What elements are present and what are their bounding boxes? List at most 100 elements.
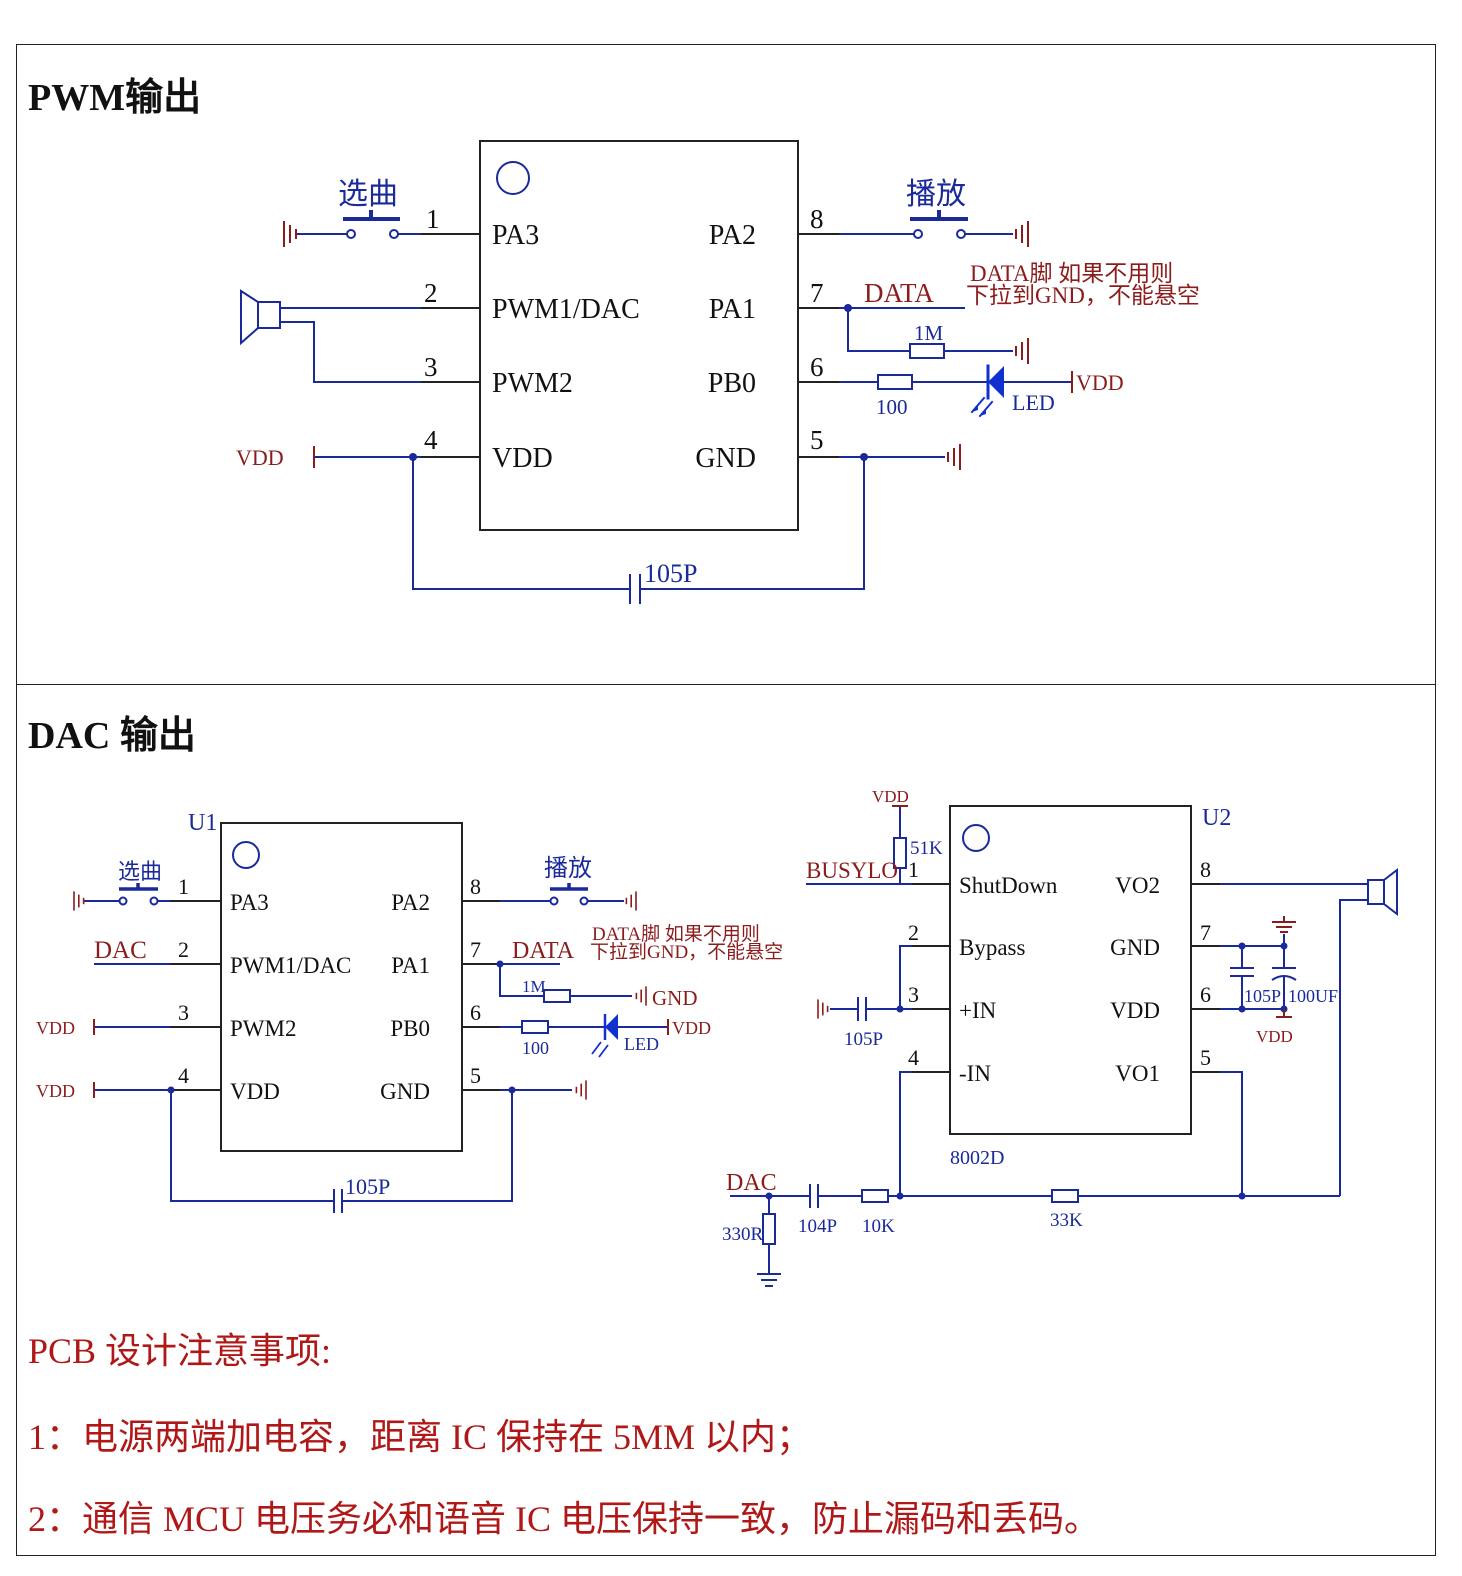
pwm-resistor-100-label: 100	[876, 395, 908, 419]
u1-pin-num-7: 7	[470, 937, 481, 962]
u2-pin-name-vo2: VO2	[1115, 873, 1160, 898]
u2-cap-105p-label: 105P	[1244, 986, 1281, 1006]
u1-pin1-marker	[232, 841, 260, 869]
u2-dac-label: DAC	[726, 1170, 777, 1196]
u1-pin-name-pwm2: PWM2	[230, 1016, 296, 1041]
u1-cap-label: 105P	[345, 1174, 390, 1199]
u1-resistor-1m	[543, 989, 571, 1003]
u1-gnd-icon-4	[575, 1079, 587, 1101]
u2-ref-label: U2	[1202, 805, 1231, 831]
pwm-capacitor-icon	[629, 574, 641, 604]
pwm-vdd-led-label: VDD	[1076, 370, 1124, 395]
pwm-chip-pin1-marker	[496, 161, 530, 195]
u1-dac-label: DAC	[94, 937, 147, 964]
u1-switch-select-icon	[118, 883, 159, 906]
u2-pin-name-bypass: Bypass	[959, 935, 1026, 960]
pwm-data-note-1: DATA脚 如果不用则	[970, 261, 1173, 286]
u2-cap-100uf-label: 100UF	[1288, 986, 1338, 1006]
u2-r51k-label: 51K	[910, 838, 943, 859]
u2-resistor-33k	[1051, 1189, 1079, 1203]
u2-vdd-top-label: VDD	[872, 787, 909, 806]
u2-pin-name-minus-in: -IN	[959, 1061, 991, 1086]
u1-pin-name-pa1: PA1	[391, 953, 430, 978]
pwm-gnd-icon-4	[947, 444, 961, 470]
u1-led-icon	[591, 1014, 618, 1058]
u2-pin-num-1: 1	[908, 857, 919, 882]
notes-title: PCB 设计注意事项:	[28, 1331, 332, 1371]
u1-gnd-label: GND	[652, 986, 698, 1010]
u2-cap-in-icon	[857, 997, 867, 1021]
u2-speaker-icon	[1367, 867, 1398, 917]
pwm-chip-body	[479, 140, 799, 531]
u2-r10k-label: 10K	[862, 1216, 895, 1237]
pwm-pin-name-pwm1: PWM1/DAC	[492, 294, 640, 325]
u2-cap-104p-label: 104P	[798, 1216, 837, 1237]
u2-cap-104p-icon	[809, 1184, 819, 1208]
u2-pin-num-4: 4	[908, 1045, 919, 1070]
pwm-switch-play-label: 播放	[906, 178, 966, 211]
pwm-switch-select-icon	[343, 210, 400, 239]
u1-pin-name-gnd: GND	[380, 1079, 430, 1104]
pwm-resistor-100	[877, 374, 913, 390]
section-divider	[16, 684, 1436, 685]
u1-data-note-2: 下拉到GND，不能悬空	[590, 941, 783, 963]
u1-pin-name-vdd: VDD	[230, 1079, 280, 1104]
u2-cap-105p-icon	[1230, 967, 1254, 977]
u1-pin-num-1: 1	[178, 874, 189, 899]
pwm-data-note-2: 下拉到GND，不能悬空	[966, 283, 1200, 308]
pwm-pin-name-pa1: PA1	[709, 294, 756, 325]
u2-resistor-10k	[861, 1189, 889, 1203]
u1-resistor-1m-label: 1M	[522, 977, 546, 996]
u1-pin-num-6: 6	[470, 1000, 481, 1025]
u2-pin-num-5: 5	[1200, 1045, 1211, 1070]
u2-pin-name-gnd: GND	[1110, 935, 1160, 960]
u1-pin-name-pa2: PA2	[391, 890, 430, 915]
pwm-resistor-1m-label: 1M	[914, 321, 944, 345]
pwm-resistor-1m	[909, 343, 945, 359]
pwm-switch-play-icon	[910, 210, 968, 239]
pwm-pin-num-2: 2	[424, 278, 438, 308]
pwm-pin-name-gnd: GND	[695, 443, 756, 474]
u2-pin-name-vdd: VDD	[1110, 998, 1160, 1023]
u2-pin-num-8: 8	[1200, 857, 1211, 882]
u1-vdd-led-label: VDD	[672, 1018, 711, 1038]
u1-ref-label: U1	[188, 810, 217, 836]
pwm-pin-num-3: 3	[424, 352, 438, 382]
pwm-section-title: PWM输出	[28, 77, 202, 119]
u1-vdd-pin3-label: VDD	[36, 1018, 75, 1038]
u1-pin-name-pwm1: PWM1/DAC	[230, 953, 351, 978]
u1-data-label: DATA	[512, 938, 575, 964]
u1-pin-name-pb0: PB0	[390, 1016, 430, 1041]
dac-u2-schematic	[730, 805, 1398, 1287]
pwm-gnd-icon-3	[1015, 338, 1029, 364]
pwm-pin-name-pa2: PA2	[709, 220, 756, 251]
pwm-pin-num-1: 1	[426, 204, 440, 234]
pwm-pin-num-7: 7	[810, 278, 824, 308]
u1-pin-num-8: 8	[470, 874, 481, 899]
u2-busy-label: BUSYLO	[806, 858, 898, 883]
u1-chip-body	[220, 822, 463, 1152]
pwm-gnd-icon-1	[283, 221, 297, 247]
u2-cap-100uf-icon	[1271, 967, 1297, 981]
pwm-data-label: DATA	[864, 278, 934, 308]
u2-pin-name-plus-in: +IN	[959, 998, 997, 1023]
pwm-pin-name-pb0: PB0	[708, 368, 756, 399]
pwm-pin-num-6: 6	[810, 352, 824, 382]
u1-capacitor-icon	[333, 1189, 343, 1213]
u1-data-note-1: DATA脚 如果不用则	[592, 923, 760, 945]
u2-vdd-bottom-label: VDD	[1256, 1027, 1293, 1046]
pwm-vdd-left-label: VDD	[236, 445, 284, 470]
pwm-pin-name-pa3: PA3	[492, 220, 539, 251]
u1-switch-play-label: 播放	[544, 855, 592, 882]
u2-r33k-label: 33K	[1050, 1210, 1083, 1231]
pwm-cap-label: 105P	[644, 559, 697, 588]
pwm-led-label: LED	[1012, 390, 1055, 415]
u1-switch-select-label: 选曲	[118, 859, 162, 884]
u2-gnd-icon-bottom	[757, 1273, 781, 1287]
pwm-pin-num-4: 4	[424, 425, 438, 455]
dac-section-title: DAC 输出	[28, 715, 196, 757]
pwm-led-icon	[970, 364, 1004, 418]
u2-pin-num-2: 2	[908, 920, 919, 945]
u2-pin-num-3: 3	[908, 982, 919, 1007]
pwm-speaker-icon	[240, 289, 281, 346]
